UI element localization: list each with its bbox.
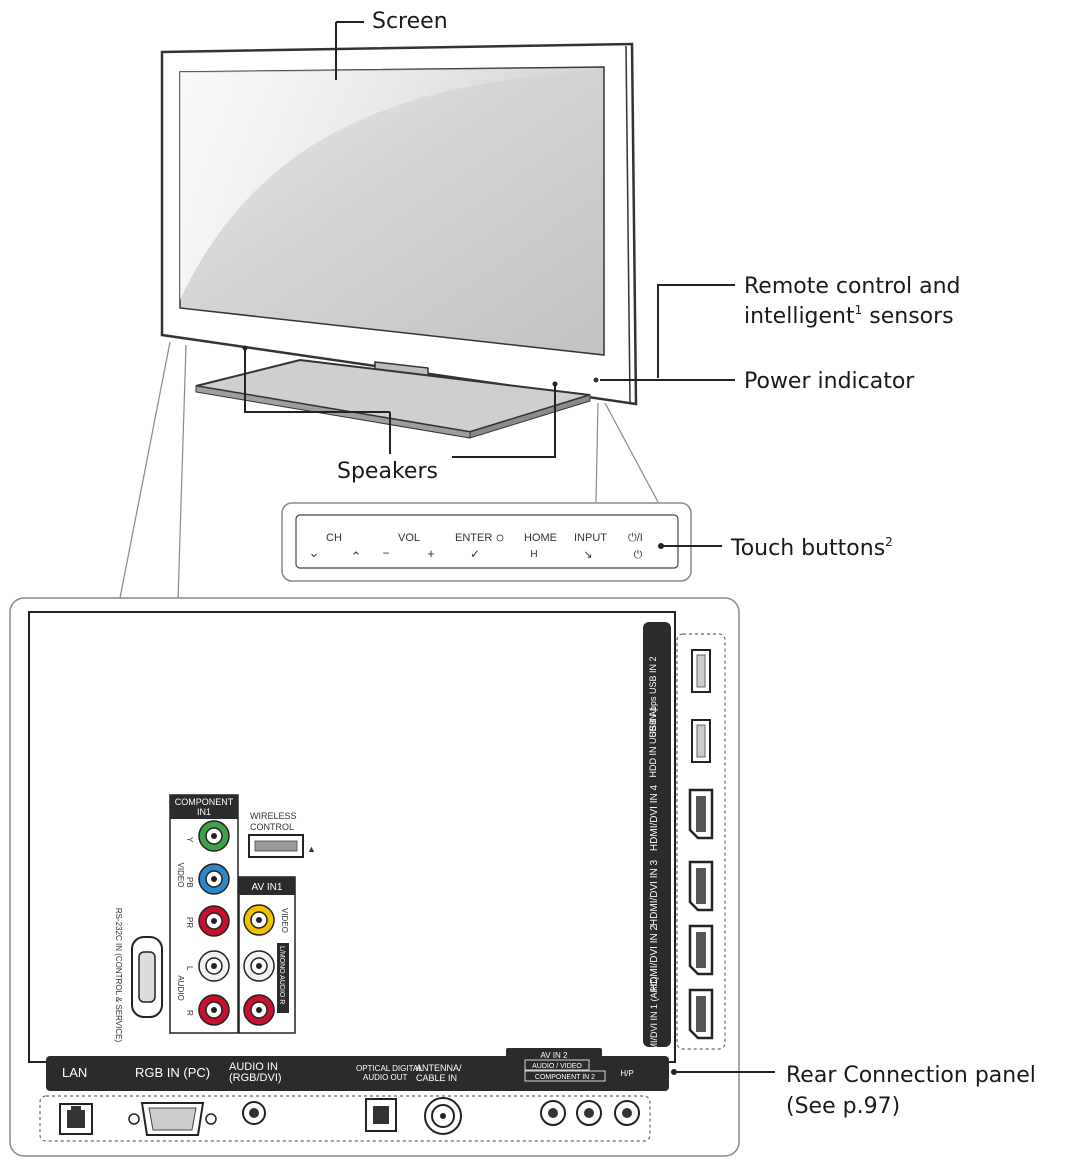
touch-input-button[interactable]: ↘: [583, 549, 592, 561]
hdmi-port-2: [688, 924, 714, 976]
touch-home-label: HOME: [524, 532, 557, 544]
remote-sensor-label-line1: Remote control and: [744, 274, 961, 299]
speakers-label: Speakers: [337, 459, 438, 484]
hdmi3-label: HDMI/DVI IN 3: [649, 860, 660, 927]
av-in2-jack-2: [576, 1100, 602, 1126]
tv-front: [160, 42, 638, 439]
touch-ch-down-button[interactable]: ⌄: [309, 545, 320, 560]
jack-comp-pb: [198, 863, 230, 895]
comp-video-label: VIDEO: [176, 863, 185, 888]
zoom-lines: [119, 341, 659, 601]
comp-l-label: L: [185, 966, 194, 971]
hdmi-port-3: [688, 860, 714, 912]
hp-label: H/P: [620, 1069, 633, 1078]
power-indicator-callout: Power indicator: [600, 369, 915, 394]
screen-label: Screen: [372, 9, 448, 34]
screen-callout: Screen: [335, 9, 448, 80]
audio-in-label-line2: (RGB/DVI): [229, 1072, 282, 1084]
comp-pb-label: PB: [185, 877, 194, 888]
rgb-in-port: [128, 1102, 217, 1136]
av-audio-label: L/MONO AUDIO R: [278, 946, 285, 1004]
antenna-port: [424, 1097, 462, 1135]
hdmi-port-4: [688, 788, 714, 840]
touch-vol-label: VOL: [398, 532, 420, 544]
av-in2-sub-label: AUDIO / VIDEO: [532, 1063, 582, 1070]
av-in2-label: AV IN 2: [541, 1051, 569, 1060]
touch-buttons-label: Touch buttons2: [730, 535, 893, 561]
bottom-label-bar: [46, 1056, 669, 1091]
component-in1-label-line2: IN1: [197, 807, 211, 817]
side-label-bar: [643, 622, 671, 1047]
jack-comp-audio-l: [198, 950, 230, 982]
jack-comp-audio-r: [198, 994, 230, 1026]
component-in1-label-line1: COMPONENT: [175, 797, 234, 807]
usb2-label: USB Apps USB IN 2: [648, 656, 658, 737]
comp-y-label: Y: [185, 837, 194, 843]
remote-sensor-label-line2: intelligent1 sensors: [744, 303, 954, 329]
touch-enter-label: ENTER: [455, 532, 492, 544]
headphone-jack: [614, 1100, 640, 1126]
power-indicator-label: Power indicator: [744, 369, 915, 394]
comp-pr-label: PR: [185, 917, 194, 928]
touch-ch-up-button[interactable]: ⌃: [351, 549, 362, 564]
hdmi-port-1: [688, 988, 714, 1040]
jack-av-audio-l: [243, 950, 275, 982]
comp-r-label: R: [185, 1010, 194, 1016]
lan-port: [59, 1103, 93, 1135]
wireless-control-port: [248, 834, 304, 858]
touch-buttons-panel: CH VOL ENTER HOME INPUT ⏻/I ⌄ ⌃ − + ✓ H …: [281, 502, 893, 582]
touch-power-button[interactable]: ⏻: [634, 549, 643, 561]
optical-out-port: [365, 1098, 397, 1132]
wireless-control-label-line2: CONTROL: [250, 822, 294, 832]
comp-audio-label: AUDIO: [176, 975, 185, 1000]
touch-home-button[interactable]: H: [530, 549, 537, 560]
component-in2-label: COMPONENT IN 2: [535, 1074, 595, 1081]
optical-label-line2: AUDIO OUT: [363, 1073, 408, 1082]
jack-comp-y: [198, 820, 230, 852]
touch-vol-minus-button[interactable]: −: [382, 546, 389, 560]
av-in2-jack-1: [540, 1100, 566, 1126]
optical-label-line1: OPTICAL DIGITAL: [356, 1064, 423, 1073]
usb-port-1: [691, 719, 711, 763]
remote-sensor-callout: Remote control and intelligent1 sensors: [657, 274, 961, 378]
hdmi1-label: HDMI/DVI IN 1 (ARC): [649, 976, 659, 1063]
jack-comp-pr: [198, 905, 230, 937]
audio-in-label-line1: AUDIO IN: [229, 1061, 278, 1073]
usb1-label: HDD IN USB IN 1: [648, 706, 658, 777]
screen-glare: [180, 67, 604, 300]
touch-power-label: ⏻/I: [628, 532, 643, 544]
rear-panel-label-line1: Rear Connection panel: [786, 1063, 1036, 1088]
hdmi4-label: HDMI/DVI IN 4: [649, 785, 660, 852]
lan-label: LAN: [62, 1065, 87, 1080]
jack-av-audio-r: [243, 994, 275, 1026]
rear-panel-callout: Rear Connection panel (See p.97): [671, 1063, 1036, 1119]
antenna-label-line1: ANTENNA/: [416, 1063, 462, 1073]
usb-port-2: [691, 649, 711, 693]
touch-input-label: INPUT: [574, 532, 607, 544]
rs232-port: [131, 936, 163, 1018]
speakers-callout: Speakers: [242, 345, 558, 484]
touch-enter-button[interactable]: ✓: [470, 547, 480, 561]
wireless-mark: ▲: [307, 844, 316, 854]
jack-av-video: [243, 904, 275, 936]
rear-panel-label-line2: (See p.97): [786, 1094, 900, 1119]
power-indicator-dot: [593, 377, 599, 383]
audio-in-jack: [242, 1101, 266, 1125]
hdmi2-label: HDMI/DVI IN 2: [649, 925, 660, 992]
wireless-control-label-line1: WIRELESS: [250, 811, 297, 821]
touch-vol-plus-button[interactable]: +: [427, 546, 435, 561]
touch-ch-label: CH: [326, 532, 342, 544]
rgb-in-label: RGB IN (PC): [135, 1065, 210, 1080]
av-in1-label: AV IN1: [252, 882, 283, 893]
rear-panel: USB Apps USB IN 2 HDD IN USB IN 1 HDMI/D…: [9, 597, 740, 1157]
rs232-label: RS-232C IN (CONTROL & SERVICE): [114, 908, 123, 1043]
antenna-label-line2: CABLE IN: [416, 1073, 457, 1083]
av-video-label: VIDEO: [280, 908, 289, 933]
